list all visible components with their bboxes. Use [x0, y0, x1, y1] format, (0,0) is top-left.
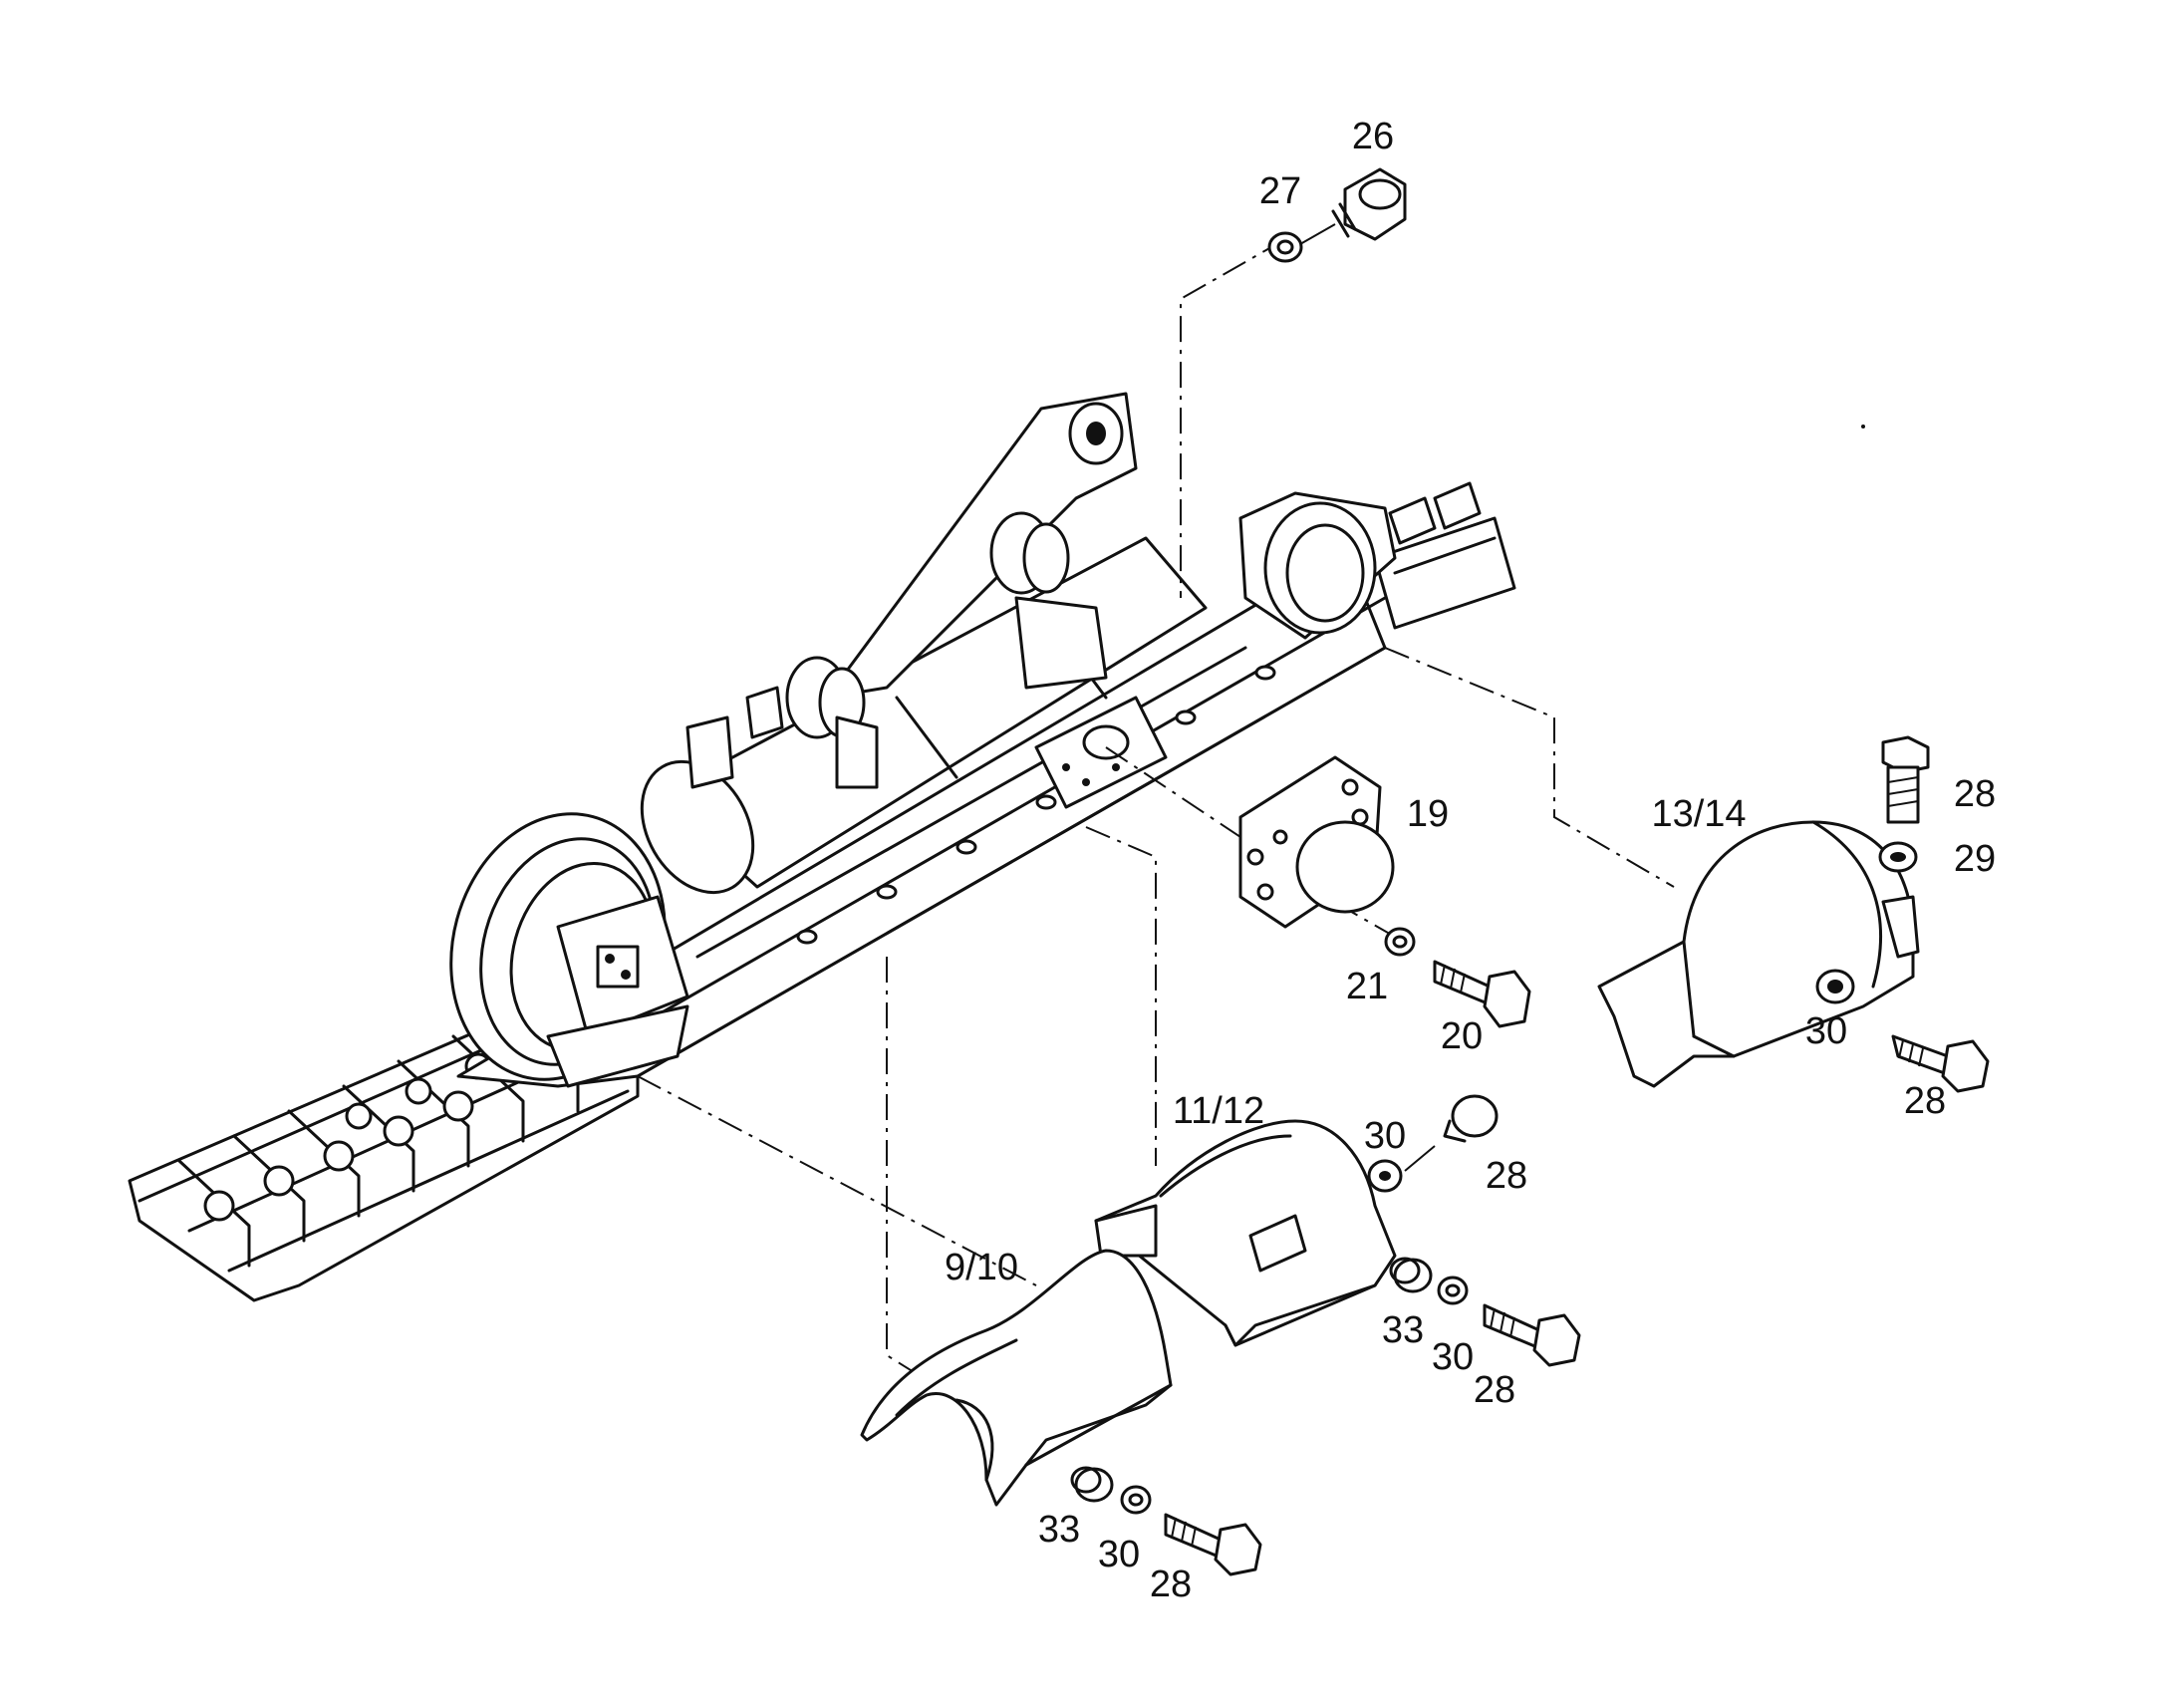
callout-30: 30	[1363, 1115, 1407, 1157]
bolt-20	[1433, 960, 1531, 1028]
guard-9-10	[860, 1249, 1173, 1507]
callout-28: 28	[1149, 1564, 1193, 1605]
guard-11-12	[1094, 1119, 1397, 1347]
callout-19: 19	[1406, 793, 1450, 835]
bolt-28-vertical	[1881, 735, 1930, 824]
guard-13-14	[1597, 820, 1920, 1088]
pivot-bearing	[1238, 491, 1397, 640]
spacer-33-front	[1070, 1466, 1114, 1503]
callout-28: 28	[1903, 1080, 1947, 1122]
plug-28	[1443, 1094, 1499, 1143]
callout-20: 20	[1440, 1015, 1484, 1057]
bolt-28-front	[1164, 1513, 1262, 1576]
washer-21	[1384, 927, 1416, 957]
callout-9-10: 9/10	[945, 1247, 1018, 1288]
callout-28: 28	[1485, 1155, 1528, 1197]
callout-30: 30	[1804, 1010, 1848, 1052]
washer-30-mid	[1367, 1159, 1403, 1193]
callout-33: 33	[1037, 1509, 1081, 1551]
callout-11-12: 11/12	[1172, 1090, 1265, 1132]
washer-27	[1267, 231, 1303, 263]
pad-19	[1238, 755, 1395, 929]
plug-26	[1331, 167, 1407, 241]
bolt-28-mid	[1483, 1303, 1581, 1367]
washer-30-front	[1120, 1485, 1152, 1515]
callout-27: 27	[1258, 170, 1302, 212]
bolt-28-right	[1891, 1034, 1990, 1093]
callout-29: 29	[1953, 838, 1997, 880]
callout-33: 33	[1381, 1309, 1425, 1351]
washer-30-mid2	[1437, 1276, 1469, 1305]
callout-28: 28	[1473, 1369, 1516, 1411]
track-frame	[449, 392, 1516, 1088]
callout-21: 21	[1345, 966, 1389, 1007]
callout-30: 30	[1097, 1534, 1141, 1575]
front-idler	[449, 812, 689, 1088]
spacer-33-mid	[1389, 1257, 1433, 1293]
carrier-rollers	[785, 511, 1108, 789]
washer-29	[1878, 841, 1918, 873]
callout-26: 26	[1351, 116, 1395, 157]
callout-13-14: 13/14	[1651, 793, 1747, 835]
callout-30: 30	[1431, 1336, 1475, 1378]
callout-28: 28	[1953, 773, 1997, 815]
